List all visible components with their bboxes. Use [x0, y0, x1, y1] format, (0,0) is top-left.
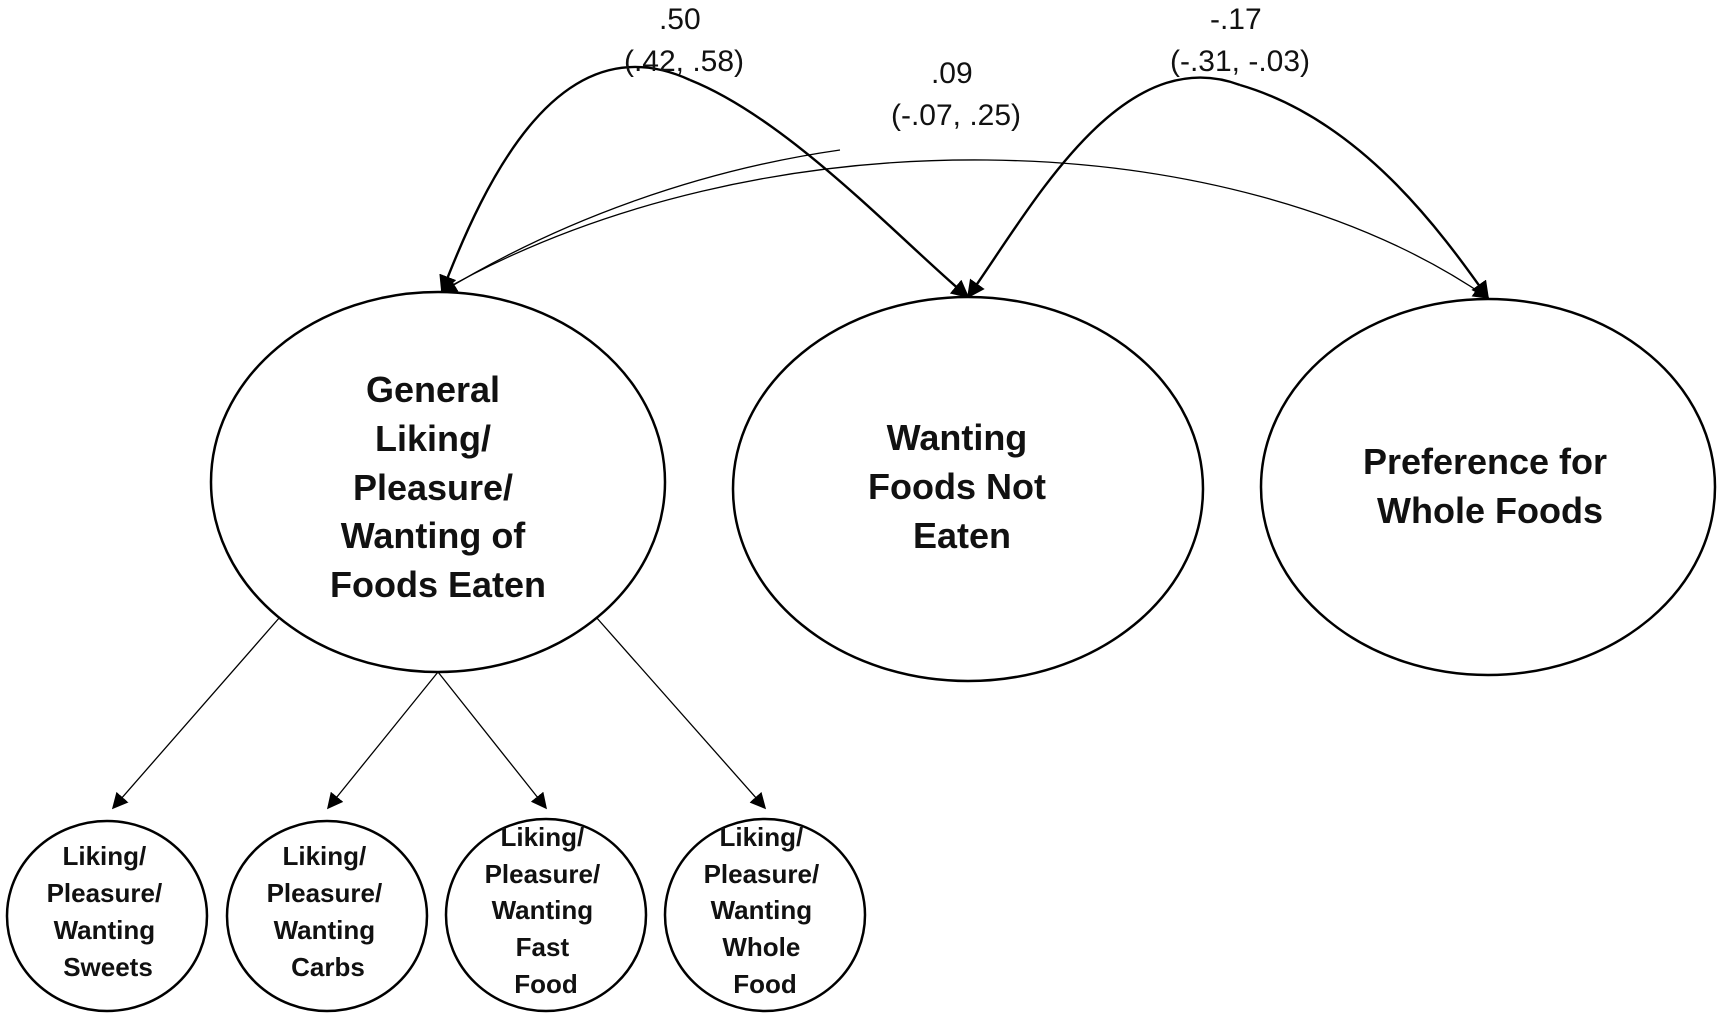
corr-general-whole-estimate: .09	[931, 57, 973, 90]
corr-path-general-not-eaten-b	[689, 78, 970, 299]
latent-general-line-3: Pleasure/	[353, 467, 513, 508]
latent-not-eaten-ellipse	[731, 295, 1205, 683]
latent-whole-line-2: Whole Foods	[1377, 490, 1603, 531]
indicator-carbs-line-1: Liking/	[282, 841, 366, 871]
corr-not-eaten-whole-estimate: -.17	[1210, 3, 1262, 36]
indicator-carbs-circle	[225, 819, 429, 1013]
latent-whole-line-1: Preference for	[1363, 441, 1607, 482]
latent-general-line-5: Foods Eaten	[330, 564, 546, 605]
latent-not-eaten-line-3: Eaten	[913, 515, 1011, 556]
indicator-carbs-label: Liking/ Pleasure/ Wanting Carbs	[267, 841, 390, 982]
latent-general-line-1: General	[366, 369, 500, 410]
indicator-fast-food-line-5: Food	[514, 969, 578, 999]
latent-general-line-2: Liking/	[375, 418, 491, 459]
indicator-fast-food-line-3: Wanting	[492, 895, 594, 925]
indicator-whole-food-line-1: Liking/	[719, 822, 803, 852]
latent-general-ellipse	[209, 290, 667, 674]
corr-path-general-whole-b	[440, 149, 841, 293]
latent-whole-ellipse	[1259, 297, 1717, 677]
corr-general-whole-label: .09 (-.07, .25)	[891, 57, 1021, 132]
latent-not-eaten-label: Wanting Foods Not Eaten	[868, 417, 1056, 556]
indicator-nodes	[5, 817, 867, 1013]
indicator-fast-food-line-1: Liking/	[500, 822, 584, 852]
latent-not-eaten-line-2: Foods Not	[868, 466, 1046, 507]
corr-general-whole-ci: (-.07, .25)	[891, 99, 1021, 132]
corr-general-not-eaten-ci: (.42, .58)	[624, 45, 744, 78]
indicator-carbs-line-2: Pleasure/	[267, 878, 383, 908]
indicator-sweets-line-1: Liking/	[62, 841, 146, 871]
loading-path-sweets	[111, 616, 281, 810]
loading-path-whole-food	[595, 616, 767, 810]
latent-general-label: General Liking/ Pleasure/ Wanting of Foo…	[330, 369, 546, 605]
corr-path-general-whole	[439, 159, 1490, 299]
indicator-whole-food-line-3: Wanting	[711, 895, 813, 925]
indicator-whole-food-circle	[663, 817, 867, 1013]
corr-path-not-eaten-whole	[966, 76, 1241, 299]
corr-not-eaten-whole-ci: (-.31, -.03)	[1170, 45, 1310, 78]
corr-general-not-eaten-estimate: .50	[659, 3, 701, 36]
indicator-whole-food-line-5: Food	[733, 969, 797, 999]
indicator-sweets-label: Liking/ Pleasure/ Wanting Sweets	[47, 841, 170, 982]
indicator-whole-food-line-4: Whole	[722, 932, 800, 962]
indicator-whole-food-line-2: Pleasure/	[704, 859, 820, 889]
loading-path-fast-food	[437, 671, 547, 810]
indicator-sweets-line-3: Wanting	[54, 915, 156, 945]
indicator-carbs-line-3: Wanting	[274, 915, 376, 945]
corr-path-general-not-eaten	[439, 65, 691, 294]
loading-path-carbs	[326, 671, 439, 810]
indicator-sweets-circle	[5, 819, 209, 1013]
indicator-fast-food-line-4: Fast	[516, 932, 570, 962]
indicator-fast-food-label: Liking/ Pleasure/ Wanting Fast Food	[485, 822, 608, 999]
latent-not-eaten-line-1: Wanting	[887, 417, 1028, 458]
corr-not-eaten-whole-label: -.17 (-.31, -.03)	[1170, 3, 1310, 78]
correlation-paths	[439, 65, 1490, 300]
corr-path-not-eaten-whole-b	[1239, 83, 1490, 300]
indicator-sweets-line-4: Sweets	[63, 952, 153, 982]
corr-general-not-eaten-label: .50 (.42, .58)	[624, 3, 744, 78]
indicator-carbs-line-4: Carbs	[291, 952, 365, 982]
indicator-fast-food-circle	[444, 817, 648, 1013]
indicator-fast-food-line-2: Pleasure/	[485, 859, 601, 889]
latent-whole-label: Preference for Whole Foods	[1363, 441, 1617, 531]
indicator-whole-food-label: Liking/ Pleasure/ Wanting Whole Food	[704, 822, 827, 999]
indicator-sweets-line-2: Pleasure/	[47, 878, 163, 908]
latent-factor-nodes	[209, 290, 1717, 683]
latent-general-line-4: Wanting of	[341, 515, 527, 556]
loading-paths	[111, 616, 767, 810]
